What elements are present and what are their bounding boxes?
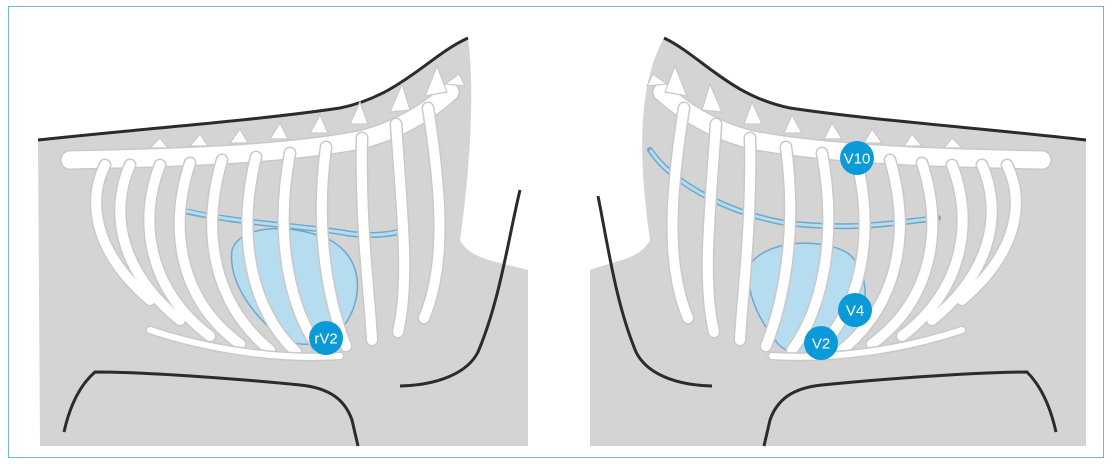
- marker-V10: V10: [840, 141, 874, 175]
- marker-rV2: rV2: [309, 321, 343, 355]
- marker-V4: V4: [838, 293, 872, 327]
- marker-label: V10: [844, 151, 871, 168]
- marker-label: V2: [812, 336, 830, 353]
- marker-V2: V2: [804, 326, 838, 360]
- right-thorax-view: V10 V4 V2: [590, 38, 1086, 446]
- marker-label: V4: [846, 303, 864, 320]
- left-thorax-view: rV2: [38, 38, 528, 446]
- marker-label: rV2: [314, 331, 337, 348]
